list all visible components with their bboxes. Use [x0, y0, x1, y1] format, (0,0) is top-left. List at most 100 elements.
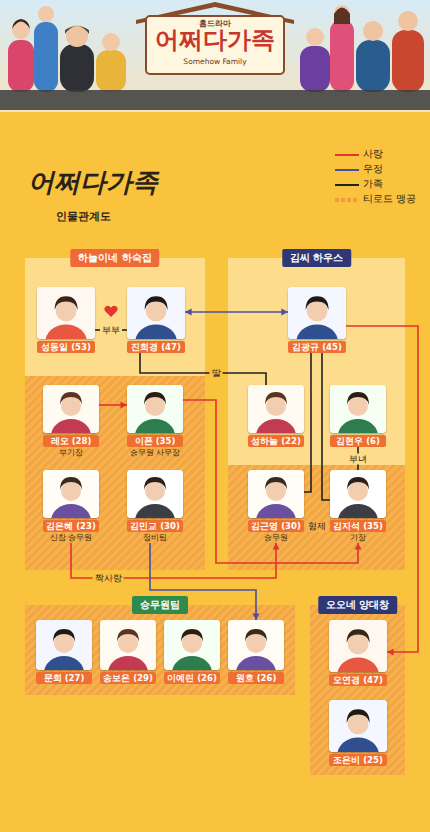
relation-label: 부부	[100, 325, 122, 336]
portrait-figure	[43, 385, 99, 433]
name-tag: 이예린 (26)	[164, 672, 220, 684]
portrait-figure	[330, 470, 386, 518]
name-tag: 김민교 (30)	[127, 520, 183, 532]
banner-ground	[0, 0, 430, 112]
relation-path	[304, 353, 311, 492]
person-card: 오연경 (47)	[329, 620, 387, 686]
group-tab: 승무원팀	[132, 596, 188, 614]
person-card: 김민교 (30)정비팀	[127, 470, 183, 543]
portrait-photo	[37, 287, 95, 339]
portrait-figure	[127, 287, 185, 339]
legend-text: 티로드 맹공	[363, 193, 416, 206]
portrait-figure	[36, 620, 92, 670]
legend-row: 사랑	[335, 147, 416, 162]
name-tag: 김광규 (45)	[288, 341, 346, 353]
portrait-photo	[36, 620, 92, 670]
person-card: 김지석 (35)기장	[330, 470, 386, 543]
cast-silhouettes	[8, 5, 424, 92]
name-tag: 진희경 (47)	[127, 341, 185, 353]
arrow-head	[273, 543, 280, 550]
legend-text: 우정	[363, 163, 383, 176]
relation-label: 짝사랑	[93, 573, 124, 584]
role-text: 정비팀	[127, 532, 183, 543]
legend-sample	[335, 151, 359, 159]
panel-hatch	[228, 465, 405, 570]
portrait-photo	[329, 620, 387, 672]
role-text: 기장	[330, 532, 386, 543]
group-panel: 승무원팀문희 (27)송보은 (29)이예린 (26)원호 (26)	[25, 605, 295, 695]
portrait-photo	[164, 620, 220, 670]
title-signboard	[136, 2, 294, 74]
relation-path	[322, 353, 330, 500]
portrait-photo	[329, 700, 387, 752]
person-card: 김현우 (6)	[330, 385, 386, 447]
portrait-photo	[127, 385, 183, 433]
portrait-photo	[127, 470, 183, 518]
portrait-photo	[288, 287, 346, 339]
name-tag: 송보은 (29)	[100, 672, 156, 684]
name-tag: 조은비 (25)	[329, 754, 387, 766]
relation-line	[99, 402, 127, 409]
portrait-figure	[127, 385, 183, 433]
portrait-photo	[127, 287, 185, 339]
person-card: 진희경 (47)	[127, 287, 185, 353]
heart-symbol	[104, 305, 118, 318]
portrait-photo	[43, 470, 99, 518]
legend: 사랑우정가족티로드 맹공	[335, 147, 416, 207]
person-card: 이예린 (26)	[164, 620, 220, 684]
portrait-figure	[164, 620, 220, 670]
relation-path	[140, 353, 266, 385]
portrait-figure	[248, 385, 304, 433]
name-tag: 김근영 (30)	[248, 520, 304, 532]
relation-line	[140, 353, 266, 385]
panel-hatch	[310, 605, 405, 775]
portrait-photo	[248, 385, 304, 433]
name-tag: 성동일 (53)	[37, 341, 95, 353]
arrow-head	[281, 309, 288, 316]
person-card: 성동일 (53)	[37, 287, 95, 353]
role-text: 신참 승무원	[43, 532, 99, 543]
legend-line	[335, 154, 359, 156]
legend-sample	[335, 196, 359, 204]
person-card: 김근영 (30)승무원	[248, 470, 304, 543]
name-tag: 김지석 (35)	[330, 520, 386, 532]
panel-fill	[228, 258, 405, 570]
legend-sample	[335, 166, 359, 174]
portrait-figure	[43, 470, 99, 518]
portrait-photo	[330, 385, 386, 433]
group-tab: 오오네 양대창	[318, 596, 397, 614]
name-tag: 레오 (28)	[43, 435, 99, 447]
group-tab: 하늘이네 하숙집	[70, 249, 159, 267]
banner-english-title: Somehow Family	[183, 58, 246, 67]
name-tag: 문희 (27)	[36, 672, 92, 684]
portrait-figure	[330, 385, 386, 433]
portrait-figure	[228, 620, 284, 670]
portrait-figure	[37, 287, 95, 339]
legend-row: 우정	[335, 162, 416, 177]
banner-strip	[0, 90, 430, 110]
relation-line	[185, 309, 288, 316]
portrait-figure	[329, 700, 387, 752]
legend-line	[335, 184, 359, 186]
diagram-title: 어쩌다가족	[28, 168, 158, 198]
portrait-figure	[288, 287, 346, 339]
banner-photo	[0, 0, 430, 112]
panel-hatch	[25, 605, 295, 695]
person-card: 이폰 (35)승무원 사무장	[127, 385, 183, 458]
person-card: 문희 (27)	[36, 620, 92, 684]
portrait-photo	[228, 620, 284, 670]
relation-line	[304, 353, 311, 492]
name-tag: 김은혜 (23)	[43, 520, 99, 532]
legend-sample	[335, 181, 359, 189]
person-card: 성하늘 (22)	[248, 385, 304, 447]
legend-text: 가족	[363, 178, 383, 191]
legend-line	[335, 169, 359, 171]
portrait-photo	[330, 470, 386, 518]
panel-hatch	[25, 376, 205, 570]
legend-row: 가족	[335, 177, 416, 192]
portrait-photo	[248, 470, 304, 518]
person-card: 조은비 (25)	[329, 700, 387, 766]
legend-line	[335, 198, 359, 202]
